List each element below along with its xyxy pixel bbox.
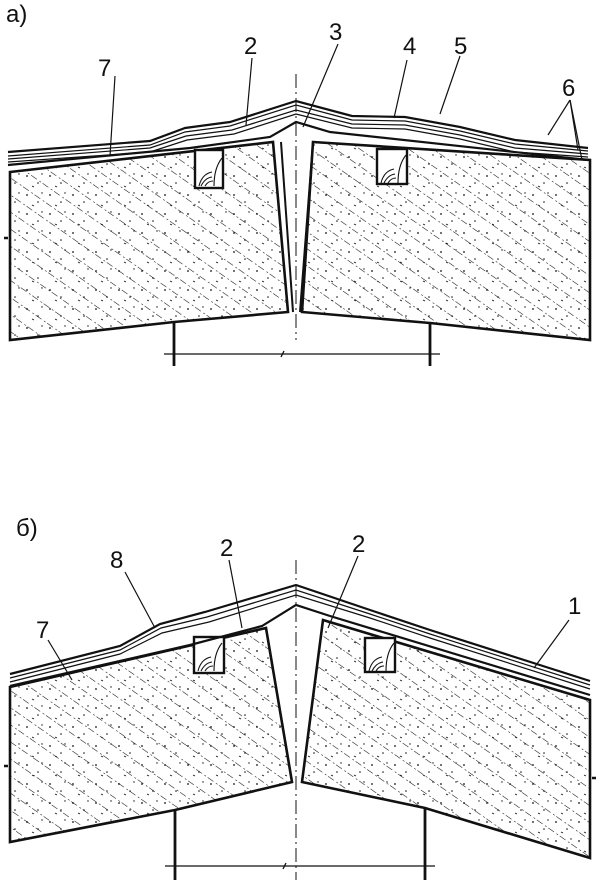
panel-a-dimension-line [164, 322, 440, 366]
panel-b-callout-2-left: 2 [220, 535, 233, 562]
panel-b-dimension-line [165, 808, 435, 880]
panel-b-right-slab [300, 618, 592, 860]
panel-b-left-slab [8, 626, 294, 844]
panel-a-wood-insert-right [375, 147, 409, 186]
panel-a-callout-6: 6 [562, 75, 575, 102]
panel-a-callout-2: 2 [244, 33, 257, 60]
panel-b-callout-2-right: 2 [352, 531, 365, 558]
panel-b: б) [4, 515, 596, 880]
panel-b-wood-insert-right [363, 636, 397, 674]
panel-a: а) [4, 1, 592, 366]
panel-b-label: б) [16, 515, 38, 542]
panel-b-callout-1: 1 [568, 593, 581, 620]
panel-a-callout-7: 7 [98, 55, 111, 82]
panel-b-callout-8: 8 [110, 547, 123, 574]
panel-a-ridge-gap [280, 74, 314, 340]
panel-b-leaders [47, 555, 570, 681]
panel-a-callout-5: 5 [454, 33, 467, 60]
panel-a-leaders [109, 43, 583, 161]
panel-b-roofing-layers [9, 583, 591, 697]
panel-a-right-slab [300, 140, 592, 342]
panel-b-ridge-gap [265, 560, 324, 880]
panel-a-wood-insert-left [193, 148, 225, 190]
panel-a-callout-3: 3 [329, 19, 342, 46]
panel-a-callout-4: 4 [403, 33, 416, 60]
panel-a-roofing-layers [7, 99, 589, 167]
panel-b-callout-7: 7 [36, 617, 49, 644]
panel-a-label: а) [6, 1, 27, 28]
panel-a-left-slab [8, 140, 290, 342]
